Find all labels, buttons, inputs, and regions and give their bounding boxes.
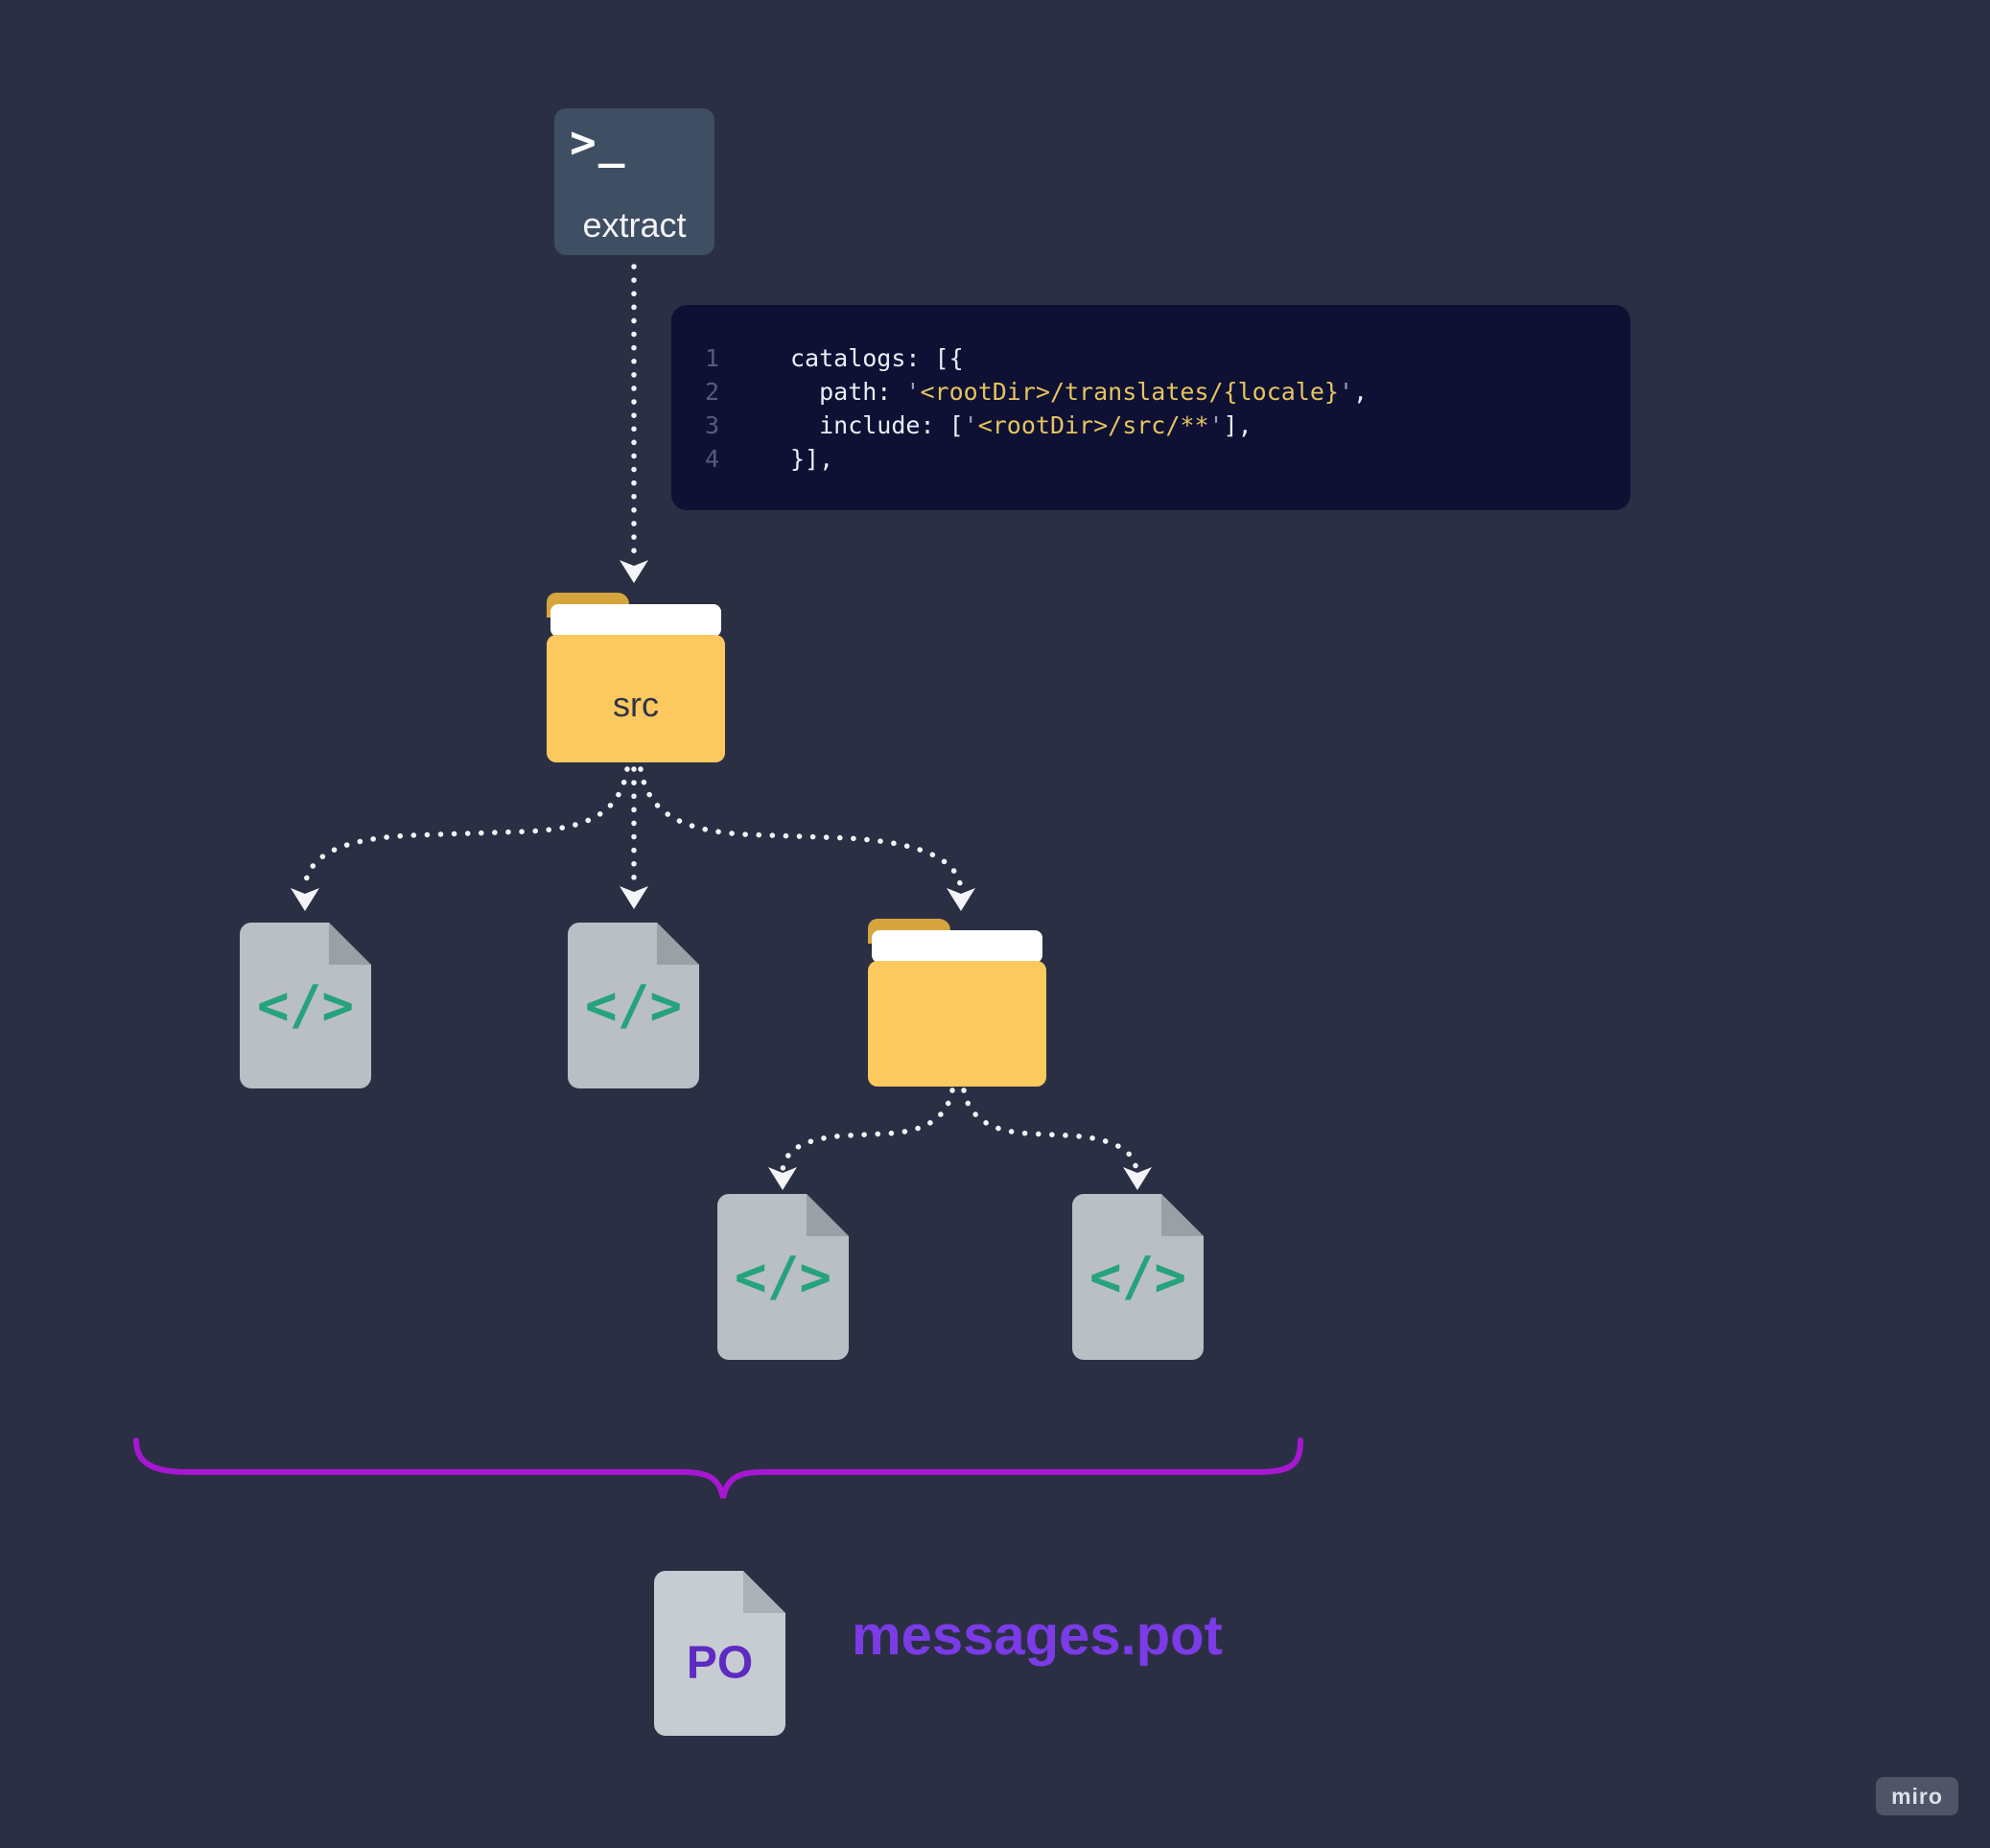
code-token: '	[905, 378, 921, 406]
folder-body	[547, 635, 725, 762]
folded-corner	[1161, 1194, 1204, 1236]
connector-subfolder-to-file4	[961, 1088, 1139, 1175]
code-token: '	[1338, 378, 1354, 406]
folder-label: src	[613, 685, 659, 724]
folded-corner	[807, 1194, 849, 1236]
code-text: }],	[790, 445, 833, 473]
folded-corner	[657, 923, 699, 965]
arrowhead-icon	[620, 560, 648, 583]
arrowhead-icon	[1123, 1167, 1152, 1190]
brace-annotation	[133, 1438, 1303, 1499]
output-filename: messages.pot	[852, 1604, 1223, 1667]
connector-subfolder-to-file3	[780, 1088, 955, 1175]
code-file-icon: </>	[734, 1246, 832, 1308]
code-token: ],	[1223, 411, 1253, 439]
code-file-node[interactable]: </>	[568, 923, 699, 1088]
po-file-icon: PO	[686, 1637, 754, 1689]
code-token: catalogs: [{	[790, 344, 964, 372]
arrowhead-icon	[291, 888, 319, 911]
code-line: 2 path: '<rootDir>/translates/{locale}',	[671, 375, 1630, 409]
code-token: ,	[1353, 378, 1369, 406]
code-line: 3 include: ['<rootDir>/src/**'],	[671, 409, 1630, 442]
src-folder-node[interactable]: src	[547, 593, 725, 762]
folder-paper	[872, 930, 1042, 963]
code-file-node[interactable]: </>	[717, 1194, 849, 1360]
line-number: 2	[704, 378, 719, 406]
code-file-icon: </>	[584, 974, 683, 1037]
code-file-icon: </>	[256, 974, 355, 1037]
code-file-node[interactable]: </>	[240, 923, 371, 1088]
code-token: <rootDir>/translates/{locale}	[920, 378, 1339, 406]
miro-watermark: miro	[1876, 1777, 1958, 1815]
code-token: '	[963, 411, 978, 439]
code-snippet-panel[interactable]: 1 catalogs: [{ 2 path: '<rootDir>/transl…	[671, 305, 1630, 510]
terminal-label: extract	[582, 205, 687, 245]
line-number: 4	[704, 445, 719, 473]
folded-corner	[743, 1571, 785, 1613]
connector-src-to-file1	[302, 766, 630, 891]
arrowhead-icon	[947, 888, 975, 911]
subfolder-node[interactable]	[868, 919, 1046, 1087]
connector-src-to-subfolder	[638, 766, 964, 893]
code-token: }],	[790, 445, 834, 473]
code-text: catalogs: [{	[790, 344, 964, 372]
code-file-icon: </>	[1089, 1246, 1187, 1308]
code-token: include: [	[790, 411, 964, 439]
pot-file-node[interactable]: PO	[654, 1571, 785, 1736]
code-line: 4 }],	[671, 442, 1630, 476]
arrowhead-icon	[620, 886, 648, 909]
code-line: 1 catalogs: [{	[671, 341, 1630, 375]
terminal-prompt-icon: >_	[570, 116, 627, 168]
code-token: path:	[790, 378, 906, 406]
folded-corner	[329, 923, 371, 965]
extract-terminal-node[interactable]: >_ extract	[554, 108, 714, 255]
arrowhead-icon	[768, 1167, 797, 1190]
folder-paper	[550, 604, 721, 637]
code-token: <rootDir>/src/**	[977, 411, 1209, 439]
line-number: 3	[704, 411, 719, 439]
code-file-node[interactable]: </>	[1072, 1194, 1204, 1360]
code-text: path: '<rootDir>/translates/{locale}',	[790, 378, 1368, 406]
line-number: 1	[704, 344, 719, 372]
code-token: '	[1208, 411, 1224, 439]
folder-body	[868, 961, 1046, 1087]
code-text: include: ['<rootDir>/src/**'],	[790, 411, 1253, 439]
